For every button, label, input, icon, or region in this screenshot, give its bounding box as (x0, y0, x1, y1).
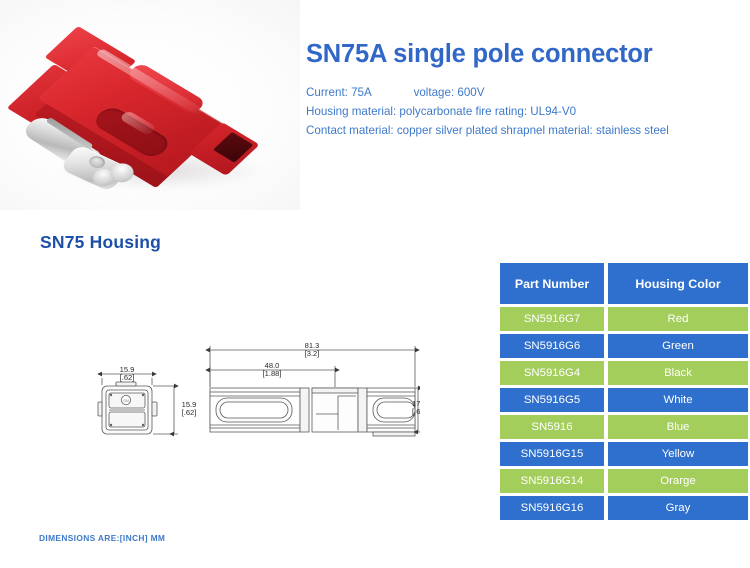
header-block: SN75A single pole connector Current: 75A… (306, 40, 746, 140)
silver-contact-terminal (20, 108, 184, 200)
table-header-row: Part Number Housing Color (500, 263, 748, 304)
table-cell-housing-color: White (608, 388, 748, 412)
dim-label-side-height-mm: 17.0 (412, 399, 420, 408)
table-header-housing-color: Housing Color (608, 263, 748, 304)
dim-side-height (413, 385, 420, 435)
table-header-part-number: Part Number (500, 263, 604, 304)
drawing-front-view: SN (97, 381, 158, 435)
spec-list: Current: 75A voltage: 600V Housing mater… (306, 84, 746, 140)
dim-label-body-in: [1.88] (263, 369, 282, 378)
spec-line-housing: Housing material: polycarbonate fire rat… (306, 104, 577, 118)
technical-drawing: SN (90, 330, 420, 455)
table-cell-part-number: SN5916G6 (500, 334, 604, 358)
table-cell-housing-color: Red (608, 307, 748, 331)
svg-text:SN: SN (123, 398, 129, 403)
drawing-side-view (209, 387, 416, 437)
spec-voltage-label: voltage: 600V (413, 86, 485, 100)
table-cell-part-number: SN5916G4 (500, 361, 604, 385)
table-cell-housing-color: Blue (608, 415, 748, 439)
spec-current-label: Current: 75A (306, 86, 372, 100)
dim-label-front-width-mm: 15.9 (120, 365, 135, 374)
drawing-svg: SN (97, 341, 420, 437)
dim-label-overall-in: [3.2] (305, 349, 320, 358)
table-cell-housing-color: Green (608, 334, 748, 358)
spec-line-current: Current: 75A voltage: 600V (306, 84, 746, 103)
dim-label-front-height-in: [.62] (182, 408, 197, 417)
page-title: SN75A single pole connector (306, 40, 653, 68)
dim-label-front-height-mm: 15.9 (182, 400, 197, 409)
table-cell-part-number: SN5916G15 (500, 442, 604, 466)
spec-line-contact: Contact material: copper silver plated s… (306, 123, 669, 137)
table-cell-housing-color: Black (608, 361, 748, 385)
section-heading: SN75 Housing (40, 232, 162, 252)
table-cell-part-number: SN5916G16 (500, 496, 604, 520)
table-cell-housing-color: Orarge (608, 469, 748, 493)
dimensions-note: DIMENSIONS ARE:[INCH] MM (39, 533, 166, 543)
dim-front-height (153, 383, 179, 437)
table-cell-housing-color: Yellow (608, 442, 748, 466)
dim-label-side-height-in: [.67] (412, 407, 420, 416)
dim-label-body-mm: 48.0 (265, 361, 280, 370)
dim-body-length (205, 366, 340, 387)
dim-label-overall-mm: 81.3 (305, 341, 320, 350)
table-cell-part-number: SN5916G5 (500, 388, 604, 412)
table-cell-part-number: SN5916 (500, 415, 604, 439)
table-cell-part-number: SN5916G14 (500, 469, 604, 493)
table-cell-part-number: SN5916G7 (500, 307, 604, 331)
dim-label-front-width-in: [.62] (120, 373, 135, 382)
table-cell-housing-color: Gray (608, 496, 748, 520)
product-photo (0, 0, 300, 210)
dim-front-width (97, 371, 157, 385)
